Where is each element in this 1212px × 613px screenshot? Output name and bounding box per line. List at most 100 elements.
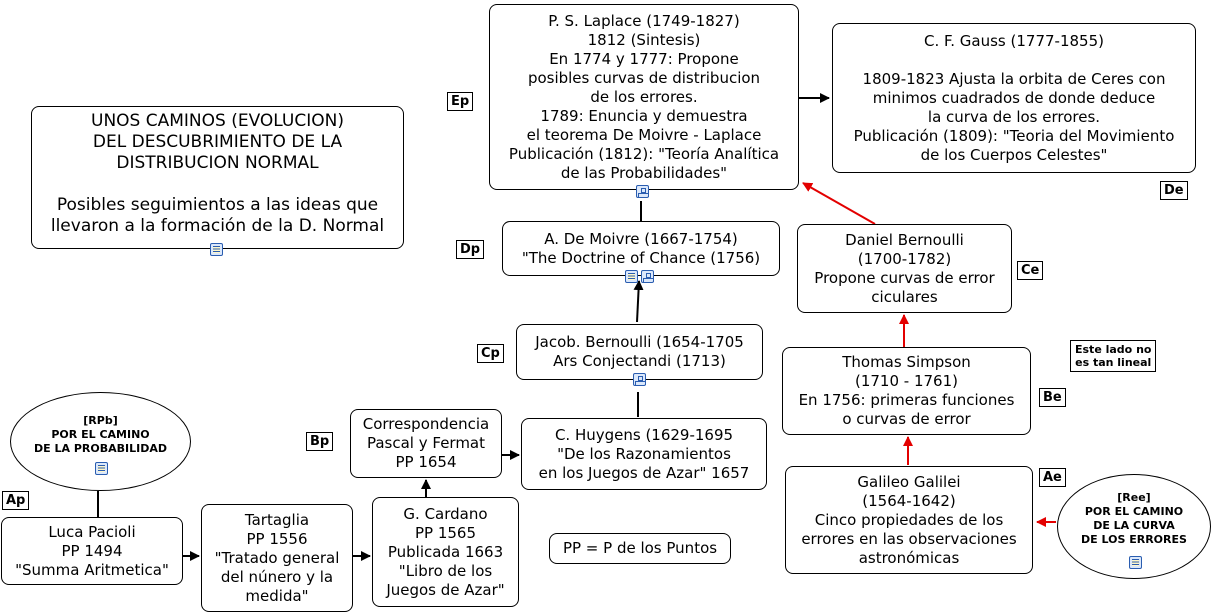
simpson-node[interactable]: Thomas Simpson (1710 - 1761) En 1756: pr… — [782, 347, 1031, 435]
node-line: PP 1565 — [414, 523, 477, 542]
probabilidad-path-node[interactable]: [RPb] POR EL CAMINO DE LA PROBABILIDAD — [10, 392, 191, 491]
node-line: POR EL CAMINO — [1084, 504, 1184, 518]
node-line: Thomas Simpson — [842, 353, 971, 371]
dbernoulli-node[interactable]: Daniel Bernoulli (1700-1782) Propone cur… — [797, 224, 1012, 313]
node-line: del núnero y la — [220, 567, 334, 586]
note-line: es tan lineal — [1075, 356, 1152, 369]
node-line: Publicación (1812): "Teoría Analítica — [508, 144, 780, 163]
node-line: Propone curvas de error — [814, 268, 995, 287]
node-line: En 1756: primeras funciones — [798, 391, 1015, 409]
title-line: Posibles seguimientos a las ideas que — [56, 194, 379, 215]
node-line: la curva de los errores. — [927, 107, 1101, 126]
node-line: A. De Moivre (1667-1754) — [544, 229, 738, 248]
node-line: en los Juegos de Azar" 1657 — [538, 463, 750, 482]
submap-icon[interactable] — [636, 185, 649, 198]
node-line: ciculares — [871, 287, 938, 306]
node-line: "Tratado general — [214, 548, 340, 567]
node-line: de los Cuerpos Celestes" — [920, 145, 1108, 164]
node-line: DE LA CURVA — [1093, 518, 1175, 532]
node-line: errores en las observaciones — [801, 529, 1017, 548]
galileo-node[interactable]: Galileo Galilei (1564-1642) Cinco propie… — [785, 466, 1033, 574]
title-node[interactable]: UNOS CAMINOS (EVOLUCION) DEL DESCUBRIMIE… — [31, 106, 404, 249]
submap-icon[interactable] — [633, 373, 646, 386]
node-line: de los errores. — [590, 87, 698, 106]
node-line: o curvas de error — [842, 410, 971, 428]
node-line: Publicación (1809): "Teoria del Movimien… — [853, 126, 1175, 145]
note-icon[interactable] — [1129, 556, 1142, 569]
node-line: C. F. Gauss (1777-1855) — [924, 31, 1104, 50]
node-line: "The Doctrine of Chance (1756) — [521, 248, 761, 267]
node-line: "Libro de los — [398, 561, 493, 580]
node-line: P. S. Laplace (1749-1827) — [548, 11, 740, 30]
tag-ae: Ae — [1039, 468, 1066, 487]
link-dbernoulli-laplace — [802, 182, 876, 225]
node-line: Cinco propiedades de los — [814, 510, 1004, 529]
node-line: G. Cardano — [403, 504, 488, 523]
node-line: PP 1494 — [61, 541, 123, 560]
node-line: (1710 - 1761) — [854, 372, 958, 390]
node-line: minimos cuadrados de donde deduce — [872, 88, 1156, 107]
node-line: "De los Razonamientos — [557, 444, 731, 463]
node-line: "Summa Aritmetica" — [15, 560, 169, 579]
node-line: Pascal y Fermat — [366, 434, 486, 452]
submap-icon[interactable] — [641, 270, 654, 283]
note-icon[interactable] — [625, 270, 638, 283]
node-line: 1812 (Sintesis) — [587, 30, 701, 49]
gauss-node[interactable]: C. F. Gauss (1777-1855) 1809-1823 Ajusta… — [832, 23, 1196, 173]
pp-note-node[interactable]: PP = P de los Puntos — [549, 533, 731, 564]
node-line: (1564-1642) — [862, 491, 956, 510]
node-line: Luca Pacioli — [48, 522, 136, 541]
pacioli-node[interactable]: Luca Pacioli PP 1494 "Summa Aritmetica" — [1, 517, 183, 585]
node-line: de las Probabilidades" — [560, 163, 728, 182]
correspondencia-node[interactable]: Correspondencia Pascal y Fermat PP 1654 — [350, 409, 502, 478]
link-jbernoulli-demoivre — [633, 280, 644, 323]
tag-be: Be — [1039, 388, 1066, 407]
tag-cp: Cp — [477, 344, 504, 363]
title-line: llevaron a la formación de la D. Normal — [50, 215, 385, 236]
node-line: PP 1556 — [246, 529, 308, 548]
tag-ep: Ep — [447, 92, 474, 111]
node-line: PP = P de los Puntos — [562, 539, 718, 557]
demoivre-node[interactable]: A. De Moivre (1667-1754) "The Doctrine o… — [502, 221, 780, 276]
title-line: UNOS CAMINOS (EVOLUCION) — [91, 110, 344, 131]
note-icon[interactable] — [95, 462, 108, 475]
tag-dp: Dp — [456, 240, 485, 259]
huygens-node[interactable]: C. Huygens (1629-1695 "De los Razonamien… — [521, 418, 767, 490]
node-line: el teorema De Moivre - Laplace — [526, 125, 762, 144]
node-line: Ars Conjectandi (1713) — [553, 352, 726, 370]
node-line: DE LOS ERRORES — [1081, 532, 1187, 546]
tag-de: De — [1160, 181, 1188, 200]
node-line: C. Huygens (1629-1695 — [554, 425, 734, 444]
node-line: posibles curvas de distribucion — [527, 68, 761, 87]
note-icon[interactable] — [210, 243, 223, 256]
tag-ap: Ap — [2, 491, 30, 510]
cardano-node[interactable]: G. Cardano PP 1565 Publicada 1663 "Libro… — [372, 497, 519, 607]
jbernoulli-node[interactable]: Jacob. Bernoulli (1654-1705 Ars Conjecta… — [516, 324, 763, 380]
node-line: Galileo Galilei — [857, 472, 961, 491]
node-line: medida" — [245, 586, 309, 605]
node-line: En 1774 y 1777: Propone — [549, 49, 739, 68]
node-line: Publicada 1663 — [387, 542, 504, 561]
node-line: [Ree] — [1117, 490, 1151, 504]
node-line: POR EL CAMINO — [51, 427, 150, 441]
node-line: Tartaglia — [244, 510, 310, 529]
node-line: PP 1654 — [395, 453, 457, 471]
tag-ce: Ce — [1017, 261, 1044, 280]
tag-bp: Bp — [306, 432, 334, 451]
nonlinear-note: Este lado no es tan lineal — [1070, 340, 1157, 372]
node-line: astronómicas — [858, 548, 960, 567]
title-line: DISTRIBUCION NORMAL — [116, 152, 319, 173]
node-line: Daniel Bernoulli — [845, 230, 964, 249]
tartaglia-node[interactable]: Tartaglia PP 1556 "Tratado general del n… — [201, 504, 353, 612]
node-line: 1789: Enuncia y demuestra — [540, 106, 748, 125]
node-line: [RPb] — [83, 413, 118, 427]
node-line: Jacob. Bernoulli (1654-1705 — [535, 333, 744, 351]
node-line: (1700-1782) — [857, 249, 952, 268]
laplace-node[interactable]: P. S. Laplace (1749-1827) 1812 (Sintesis… — [489, 4, 799, 190]
node-line: 1809-1823 Ajusta la orbita de Ceres con — [862, 69, 1166, 88]
note-line: Este lado no — [1075, 343, 1152, 356]
node-line: DE LA PROBABILIDAD — [34, 441, 167, 455]
title-line: DEL DESCUBRIMIENTO DE LA — [92, 131, 343, 152]
node-line: Correspondencia — [362, 415, 490, 433]
